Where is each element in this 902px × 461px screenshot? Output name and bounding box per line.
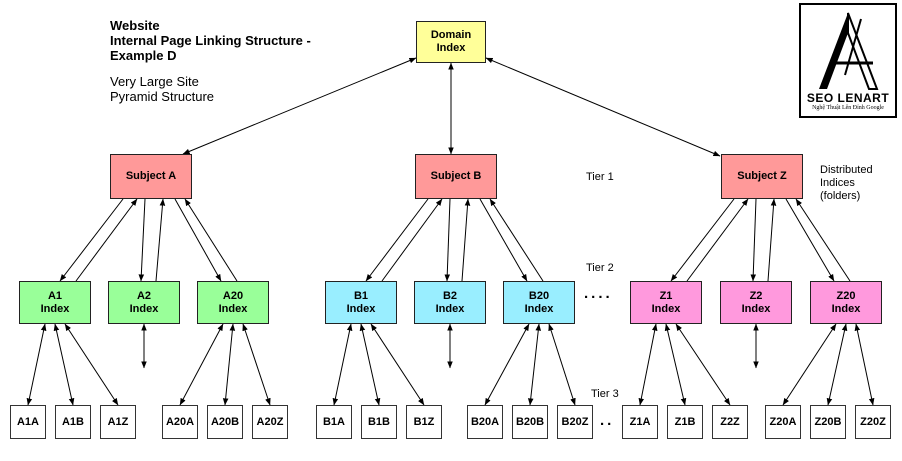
arrow-a1-leaf-a bbox=[26, 323, 47, 406]
distributed-indices-note: Distributed Indices (folders) bbox=[820, 164, 873, 202]
arrow-b20-leaf-b bbox=[527, 323, 542, 406]
arrow-a20-leaf-a bbox=[179, 323, 224, 406]
leaf-node-a20b: A20B bbox=[207, 405, 243, 439]
arrow-subject-a-down-1 bbox=[59, 198, 124, 282]
arrow-subject-z-up-2 bbox=[767, 198, 777, 282]
index-node-b20: B20 Index bbox=[503, 281, 575, 324]
leaf-node-b1z: B1Z bbox=[406, 405, 442, 439]
arrow-subject-b-down-2 bbox=[444, 198, 451, 282]
logo-mark-icon bbox=[819, 12, 879, 90]
arrow-z20-leaf-z bbox=[854, 323, 875, 406]
arrow-subject-a-down-3 bbox=[174, 198, 222, 282]
leaf-node-a1b: A1B bbox=[55, 405, 91, 439]
arrow-b20-leaf-a bbox=[484, 323, 530, 406]
leaf-node-z20z: Z20Z bbox=[855, 405, 891, 439]
arrow-z20-leaf-a bbox=[782, 323, 837, 406]
leaf-ellipsis: .. bbox=[600, 412, 615, 429]
leaf-node-z20b: Z20B bbox=[810, 405, 846, 439]
index-node-z1: Z1 Index bbox=[630, 281, 702, 324]
arrow-b20-leaf-z bbox=[548, 323, 576, 406]
arrow-subject-b-up-3 bbox=[489, 198, 544, 282]
index-node-z2: Z2 Index bbox=[720, 281, 792, 324]
arrow-subject-z-up-3 bbox=[795, 198, 851, 282]
subject-z-node: Subject Z bbox=[721, 154, 803, 199]
leaf-node-a20a: A20A bbox=[162, 405, 198, 439]
arrow-z20-leaf-b bbox=[826, 323, 848, 406]
tier-1-label: Tier 1 bbox=[586, 171, 614, 183]
arrow-subject-a-up-3 bbox=[184, 198, 238, 282]
subject-b-node: Subject B bbox=[415, 154, 497, 199]
arrow-a1-leaf-b bbox=[53, 323, 75, 406]
arrow-subject-a-up-1 bbox=[75, 198, 138, 282]
index-node-b1: B1 Index bbox=[325, 281, 397, 324]
arrow-domain-subject-z bbox=[485, 57, 721, 157]
arrow-z1-leaf-b bbox=[664, 323, 687, 406]
arrow-b1-leaf-b bbox=[359, 323, 381, 406]
logo-tagline: Nghệ Thuật Lên Đỉnh Google bbox=[812, 105, 884, 111]
index-node-a2: A2 Index bbox=[108, 281, 180, 324]
arrow-z1-leaf-a bbox=[638, 323, 658, 406]
index-node-b2: B2 Index bbox=[414, 281, 486, 324]
index-node-a1: A1 Index bbox=[19, 281, 91, 324]
arrow-subject-z-down-3 bbox=[785, 198, 835, 282]
arrow-subject-b-up-2 bbox=[461, 198, 471, 282]
arrow-subject-a-up-2 bbox=[155, 198, 166, 282]
leaf-node-b20a: B20A bbox=[467, 405, 503, 439]
leaf-node-a1a: A1A bbox=[10, 405, 46, 439]
arrow-b1-leaf-z bbox=[370, 323, 425, 406]
diagram-title: Website Internal Page Linking Structure … bbox=[110, 18, 311, 63]
subject-a-node: Subject A bbox=[110, 154, 192, 199]
logo-name: SEO LENART bbox=[806, 91, 890, 105]
leaf-node-b20b: B20B bbox=[512, 405, 548, 439]
index-node-z20: Z20 Index bbox=[810, 281, 882, 324]
index-node-a20: A20 Index bbox=[197, 281, 269, 324]
domain-index-node: Domain Index bbox=[416, 21, 486, 63]
leaf-node-z20a: Z20A bbox=[765, 405, 801, 439]
arrow-b1-leaf-a bbox=[332, 323, 353, 406]
arrow-subject-z-down-2 bbox=[750, 198, 757, 282]
arrow-domain-subject-a bbox=[182, 57, 417, 155]
seo-lenart-logo: SEO LENART Nghệ Thuật Lên Đỉnh Google bbox=[799, 3, 897, 118]
diagram-subtitle: Very Large Site Pyramid Structure bbox=[110, 74, 215, 104]
leaf-node-b1a: B1A bbox=[316, 405, 352, 439]
leaf-node-z1a: Z1A bbox=[622, 405, 658, 439]
arrow-subject-b-up-1 bbox=[381, 198, 443, 282]
arrow-subject-b-down-3 bbox=[479, 198, 528, 282]
leaf-node-z1b: Z1B bbox=[667, 405, 703, 439]
leaf-node-a20z: A20Z bbox=[252, 405, 288, 439]
arrow-subject-b-down-1 bbox=[365, 198, 429, 282]
tier-3-label: Tier 3 bbox=[591, 388, 619, 400]
leaf-node-a1z: A1Z bbox=[100, 405, 136, 439]
arrow-subject-z-up-1 bbox=[686, 198, 749, 282]
arrow-subject-z-down-1 bbox=[670, 198, 735, 282]
leaf-node-b20z: B20Z bbox=[557, 405, 593, 439]
arrow-a20-leaf-z bbox=[242, 323, 271, 406]
leaf-node-b1b: B1B bbox=[361, 405, 397, 439]
index-ellipsis: .... bbox=[584, 285, 613, 302]
arrow-a20-leaf-b bbox=[222, 323, 236, 406]
arrow-subject-a-down-2 bbox=[138, 198, 146, 282]
arrow-a1-leaf-z bbox=[64, 323, 119, 406]
tier-2-label: Tier 2 bbox=[586, 262, 614, 274]
leaf-node-z2z: Z2Z bbox=[712, 405, 748, 439]
arrow-z1-leaf-z bbox=[675, 323, 731, 406]
